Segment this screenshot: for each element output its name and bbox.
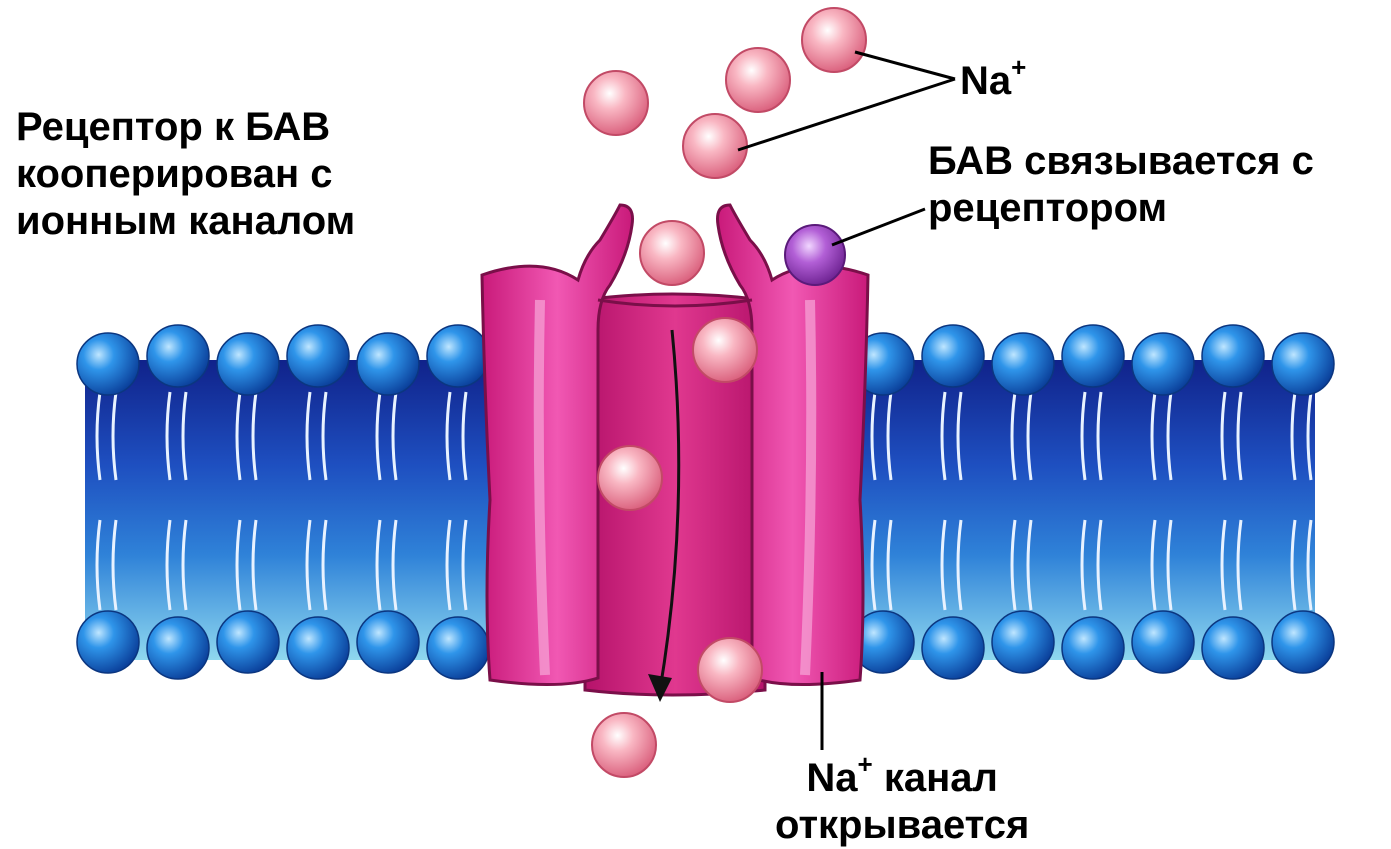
binding-label-line2: рецептором xyxy=(928,185,1314,232)
sodium-ion xyxy=(698,638,762,702)
channel-label-charge: + xyxy=(858,749,873,779)
lipid-head xyxy=(1202,325,1264,387)
lipid-head xyxy=(992,333,1054,395)
lipid-head xyxy=(1132,333,1194,395)
leader-line-ligand xyxy=(832,209,925,245)
channel-subunit-left-ridge xyxy=(539,300,545,675)
channel-subunit-right-ridge xyxy=(805,300,811,675)
sodium-ion xyxy=(726,48,790,112)
lipid-head xyxy=(77,611,139,673)
receptor-label-line2: кооперирован с xyxy=(16,151,355,198)
lipid-head xyxy=(147,325,209,387)
sodium-label-symbol: Na xyxy=(960,59,1011,103)
lipid-bilayer-right xyxy=(855,360,1315,660)
lipid-head xyxy=(1272,333,1334,395)
receptor-label-line3: ионным каналом xyxy=(16,198,355,245)
sodium-ion xyxy=(584,71,648,135)
lipid-head xyxy=(147,617,209,679)
receptor-label: Рецептор к БАВ кооперирован с ионным кан… xyxy=(16,104,355,245)
sodium-ion xyxy=(598,446,662,510)
lipid-head xyxy=(1062,617,1124,679)
lipid-head xyxy=(427,617,489,679)
lipid-head xyxy=(922,325,984,387)
channel-label-line2: открывается xyxy=(775,802,1029,849)
ligand-molecule xyxy=(785,225,845,285)
sodium-ion xyxy=(592,713,656,777)
lipid-bilayer-left xyxy=(85,360,490,660)
lipid-head xyxy=(1202,617,1264,679)
lipid-head xyxy=(217,333,279,395)
receptor-label-line1: Рецептор к БАВ xyxy=(16,104,355,151)
binding-label-line1: БАВ связывается с xyxy=(928,138,1314,185)
lipid-head xyxy=(357,333,419,395)
channel-label-line1-rest: канал xyxy=(873,756,998,800)
lipid-head xyxy=(1272,611,1334,673)
lipid-head xyxy=(427,325,489,387)
sodium-ion xyxy=(640,221,704,285)
lipid-head xyxy=(1062,325,1124,387)
leader-line-na-top xyxy=(855,52,955,79)
sodium-label-charge: + xyxy=(1011,52,1026,82)
lipid-head xyxy=(992,611,1054,673)
sodium-ion xyxy=(693,318,757,382)
channel-label-symbol: Na xyxy=(806,756,857,800)
lipid-head xyxy=(1132,611,1194,673)
sodium-label: Na+ xyxy=(960,58,1026,105)
lipid-head xyxy=(922,617,984,679)
sodium-ion xyxy=(802,8,866,72)
lipid-head xyxy=(217,611,279,673)
lipid-head xyxy=(357,611,419,673)
channel-label: Na+ канал открывается xyxy=(775,755,1029,849)
binding-label: БАВ связывается с рецептором xyxy=(928,138,1314,232)
lipid-head xyxy=(77,333,139,395)
lipid-head xyxy=(287,617,349,679)
sodium-ion xyxy=(683,114,747,178)
lipid-head xyxy=(287,325,349,387)
